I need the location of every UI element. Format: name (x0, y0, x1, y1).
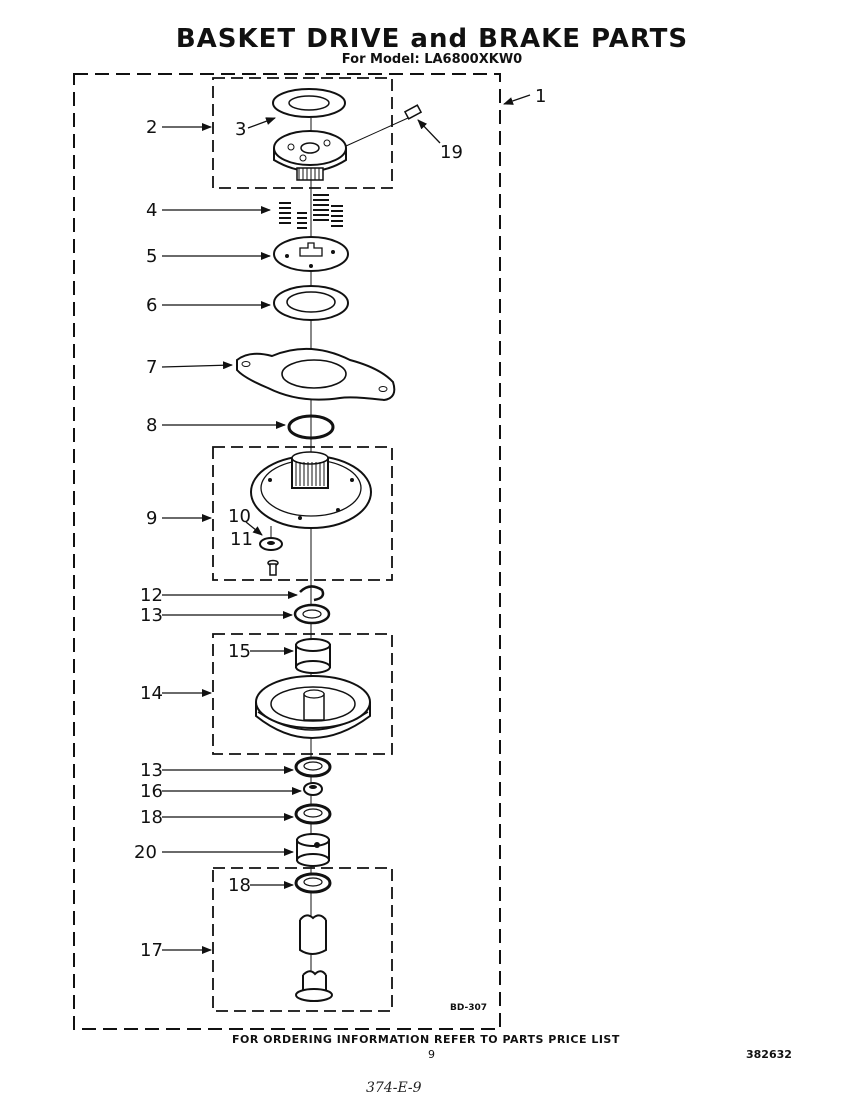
part-3-washer (272, 88, 346, 118)
leader-lines (161, 94, 531, 954)
callout-20: 20 (134, 842, 157, 863)
diagram-code: BD-307 (450, 1003, 488, 1013)
part-13-washer-lower (294, 756, 332, 778)
part-8-ring (287, 414, 335, 440)
callout-14: 14 (140, 683, 163, 704)
handwritten-note: 374-E-9 (366, 1080, 422, 1096)
callout-8: 8 (146, 415, 157, 436)
assembly-outline (73, 73, 501, 1030)
part-7-bracket (236, 347, 396, 402)
callout-7: 7 (146, 357, 157, 378)
callout-17: 17 (140, 940, 163, 961)
callout-4: 4 (146, 200, 157, 221)
callout-1: 1 (535, 86, 546, 107)
callout-2: 2 (146, 117, 157, 138)
part-18-bearing-upper (294, 803, 332, 825)
part-10-bushing (259, 537, 283, 551)
model-subtitle: For Model: LA6800XKW0 (341, 52, 523, 67)
callout-18-upper: 18 (140, 807, 163, 828)
part-15-bearing (295, 638, 331, 674)
callout-3: 3 (235, 119, 246, 140)
subassembly-box-9 (212, 446, 393, 581)
page-number: 9 (428, 1048, 435, 1061)
page-title: BASKET DRIVE and BRAKE PARTS (175, 24, 689, 54)
callout-15: 15 (228, 641, 251, 662)
part-14-pulley (255, 675, 371, 739)
callout-18-lower: 18 (228, 875, 251, 896)
part-2-drive-hub (273, 130, 347, 181)
part-5-plate (273, 236, 349, 272)
ordering-note: FOR ORDERING INFORMATION REFER TO PARTS … (232, 1033, 620, 1046)
part-18-bearing-lower (294, 872, 332, 894)
subassembly-box-14 (212, 633, 393, 755)
callout-19: 19 (440, 142, 463, 163)
callout-12: 12 (140, 585, 163, 606)
part-9-brake-assembly (250, 451, 372, 529)
callout-5: 5 (146, 246, 157, 267)
subassembly-box-2 (212, 77, 393, 189)
part-13-washer-upper (293, 603, 331, 625)
part-19-pin (345, 104, 423, 147)
part-4-springs (279, 194, 343, 229)
callout-9: 9 (146, 508, 157, 529)
part-16-nut (303, 782, 323, 796)
part-11-screw (267, 526, 279, 576)
callout-13-upper: 13 (140, 605, 163, 626)
part-6-washer (273, 285, 349, 321)
document-number: 382632 (746, 1048, 792, 1061)
part-20-bushing (296, 833, 330, 867)
callout-13-lower: 13 (140, 760, 163, 781)
callout-16: 16 (140, 781, 163, 802)
callout-10: 10 (228, 506, 251, 527)
part-17-tube-assembly (295, 914, 333, 1002)
callout-labels: 1 2 3 19 4 5 6 7 8 9 10 11 12 13 15 14 1… (134, 86, 546, 961)
part-12-clip (299, 585, 325, 602)
callout-6: 6 (146, 295, 157, 316)
callout-11: 11 (230, 529, 253, 550)
